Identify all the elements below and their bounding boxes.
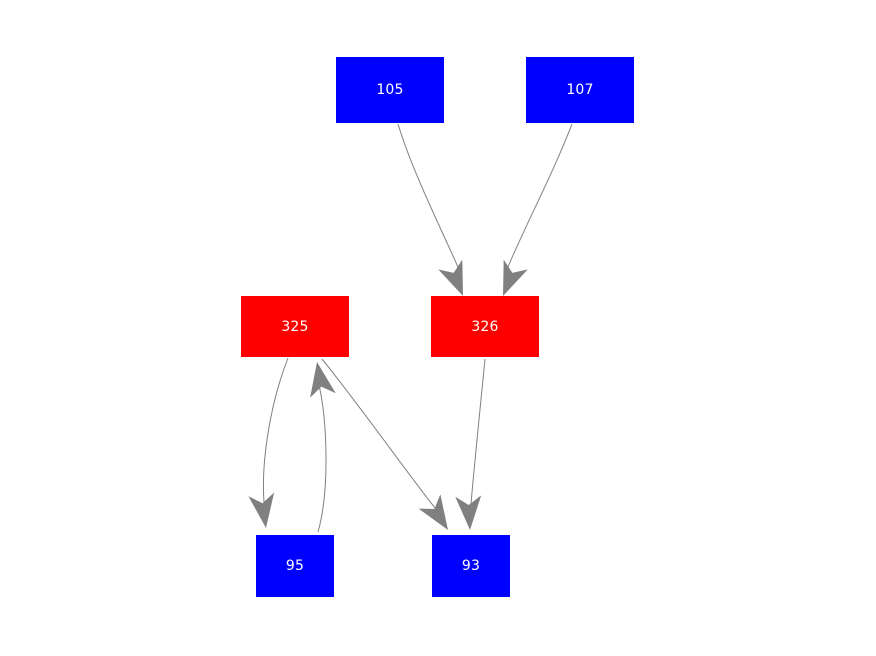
arrowhead-icon [248, 492, 275, 528]
edge-107-to-326 [503, 123, 573, 296]
edge-line [321, 358, 436, 509]
arrowhead-icon [455, 495, 482, 530]
graph-node-label: 325 [281, 318, 309, 335]
arrowhead-icon [503, 259, 528, 296]
graph-node-label: 326 [471, 318, 499, 335]
graph-node-93[interactable]: 93 [432, 535, 510, 597]
edge-325-to-95 [248, 357, 289, 528]
edge-line [397, 123, 462, 275]
edge-105-to-326 [397, 123, 463, 296]
graph-node-105[interactable]: 105 [336, 57, 444, 123]
graph-node-label: 105 [376, 82, 404, 98]
edge-line [317, 384, 327, 533]
graph-node-326[interactable]: 326 [431, 296, 539, 357]
edge-326-to-93 [455, 358, 486, 530]
graph-node-label: 93 [461, 558, 481, 574]
edge-95-to-325 [310, 362, 336, 533]
graph-node-label: 95 [285, 558, 305, 574]
arrowhead-icon [438, 259, 463, 296]
arrowhead-icon [310, 362, 336, 398]
graph-node-107[interactable]: 107 [526, 57, 634, 123]
graph-node-325[interactable]: 325 [241, 296, 349, 357]
graph-node-95[interactable]: 95 [256, 535, 334, 597]
edge-line [504, 123, 573, 275]
edge-325-to-93 [321, 358, 448, 530]
arrowhead-icon [418, 494, 448, 530]
edge-line [262, 357, 289, 503]
graph-node-label: 107 [566, 82, 594, 98]
edge-line [470, 358, 486, 505]
